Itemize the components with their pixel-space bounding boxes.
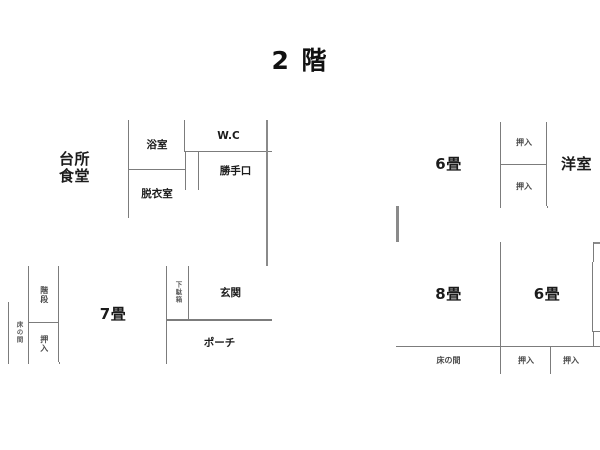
room-6-tatami-lower: 6畳: [500, 242, 594, 348]
room-stairs: 階段: [28, 266, 60, 324]
room-left-cut: [0, 120, 22, 216]
exterior-wall-right-1f: [266, 120, 268, 362]
room-closet-2f-top: 押入: [500, 122, 548, 165]
dining-label: 食堂: [58, 167, 90, 185]
floor1-upper-wing: 台所 食堂 浴室 脱衣室 W.C 勝手口: [0, 120, 272, 218]
room-back-door: 勝手口: [198, 151, 272, 191]
room-kitchen-dining: 台所 食堂: [20, 120, 130, 216]
floor-plan-1f: 台所 食堂 浴室 脱衣室 W.C 勝手口 床の間: [0, 120, 278, 364]
room-wc: W.C: [184, 120, 272, 152]
room-6-tatami-upper: 6畳: [396, 122, 502, 206]
room-entrance: 玄関: [188, 266, 272, 320]
room-western-style: 洋室: [546, 122, 600, 206]
room-closet-2f-upper: 押入: [500, 164, 548, 208]
room-tokonoma: 床の間: [396, 346, 502, 374]
room-right-cut-2f: [592, 262, 600, 332]
floor-plan-2f: 6畳 押入 押入 洋室 8畳 6畳 床の間 押入: [396, 122, 600, 374]
floor2-upper-wing: 6畳 押入 押入 洋室: [396, 122, 600, 208]
corridor-filler-1f: [184, 190, 272, 218]
room-7-tatami: 7畳: [58, 266, 168, 362]
room-closet-2f-bottom-a: 押入: [500, 346, 552, 374]
room-closet-1f: 押入: [28, 322, 60, 364]
kitchen-label: 台所: [58, 150, 90, 168]
floor1-lower-wing: 床の間 階段 押入 7畳 下駄箱 玄関 ポーチ: [0, 266, 272, 364]
room-porch: ポーチ: [166, 320, 272, 364]
room-shoe-cabinet: 下駄箱: [166, 266, 190, 320]
room-8-tatami: 8畳: [396, 242, 502, 348]
room-changing: 脱衣室: [128, 169, 186, 218]
room-tokonoma-upper-void: [8, 266, 30, 302]
page-title: 2 階: [271, 46, 329, 75]
room-bathroom: 浴室: [128, 120, 186, 170]
room-tokonoma-vertical: 床の間: [8, 300, 30, 364]
room-closet-2f-bottom-b: 押入: [550, 346, 600, 374]
floor2-lower-wing: 8畳 6畳 床の間 押入 押入: [396, 242, 600, 374]
